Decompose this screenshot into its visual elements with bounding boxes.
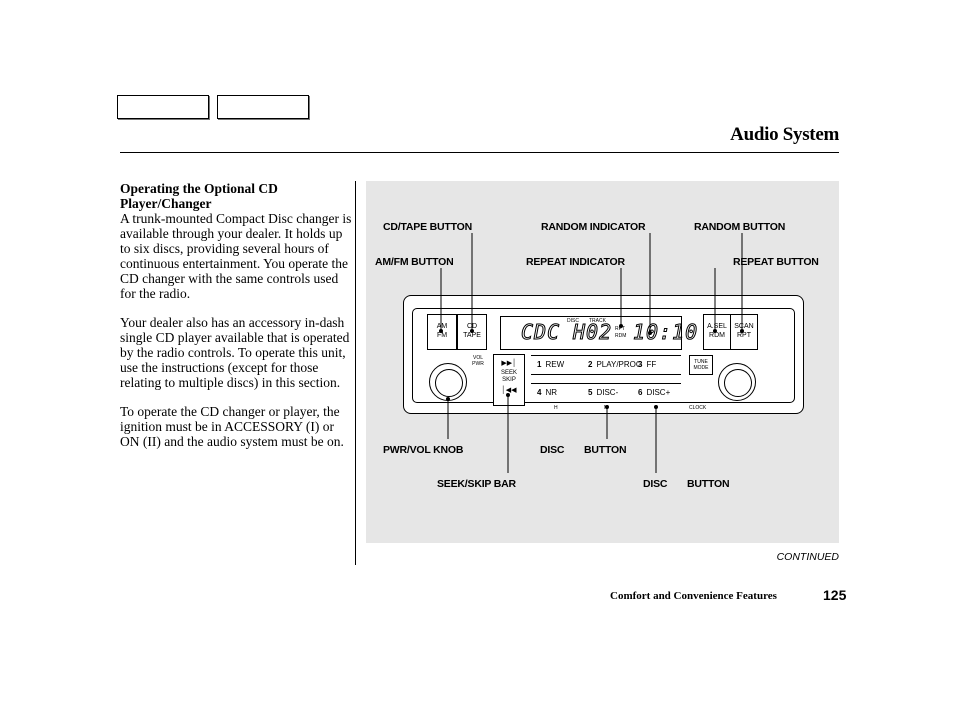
repeat-indicator: RPT (615, 326, 625, 332)
random-indicator: RDM (615, 333, 627, 339)
label-button-2: BUTTON (687, 478, 730, 490)
label-random-indicator: RANDOM INDICATOR (541, 221, 646, 233)
label-pwr-vol-knob: PWR/VOL KNOB (383, 444, 464, 456)
title-divider (120, 152, 839, 153)
section-heading: Operating the Optional CD Player/Changer (120, 181, 278, 211)
lcd-disc-label: DISC (567, 318, 579, 324)
continued-note: CONTINUED (776, 551, 839, 563)
label-am-fm-button: AM/FM BUTTON (375, 256, 454, 268)
label-seek-skip-bar: SEEK/SKIP BAR (437, 478, 516, 490)
label-disc-2: DISC (643, 478, 668, 490)
column-divider (355, 181, 356, 565)
page-title: Audio System (730, 124, 839, 145)
seek-skip-bar[interactable]: ▶▶│ SEEK SKIP │◀◀ (493, 354, 525, 406)
lcd-source: CDC (520, 320, 561, 345)
nav-tab-2[interactable] (217, 95, 309, 119)
paragraph-3: To operate the CD changer or player, the… (120, 404, 344, 449)
clock-label: CLOCK (689, 405, 707, 411)
lcd-time: 10:10 (632, 320, 699, 345)
lcd-disc-number: H02 (572, 320, 613, 345)
hour-label: H (554, 405, 558, 411)
paragraph-1: A trunk-mounted Compact Disc changer is … (120, 211, 352, 301)
footer-section-title: Comfort and Convenience Features (610, 590, 777, 602)
body-column: Operating the Optional CD Player/Changer… (120, 181, 352, 463)
lcd-display: CDC H02 10:10 DISC TRACK RPT RDM (500, 316, 698, 350)
label-repeat-indicator: REPEAT INDICATOR (526, 256, 625, 268)
label-random-button: RANDOM BUTTON (694, 221, 786, 233)
label-repeat-button: REPEAT BUTTON (733, 256, 819, 268)
lcd-track-label: TRACK (589, 318, 606, 324)
label-cd-tape-button: CD/TAPE BUTTON (383, 221, 472, 233)
label-button-1: BUTTON (584, 444, 627, 456)
page-number: 125 (823, 587, 847, 603)
nav-tab-1[interactable] (117, 95, 209, 119)
paragraph-2: Your dealer also has an accessory in-das… (120, 315, 350, 390)
callout-leader-lines (439, 233, 744, 473)
audio-unit-figure: CD/TAPE BUTTON RANDOM INDICATOR RANDOM B… (366, 181, 839, 543)
tune-knob[interactable] (718, 363, 756, 401)
label-disc-1: DISC (540, 444, 565, 456)
